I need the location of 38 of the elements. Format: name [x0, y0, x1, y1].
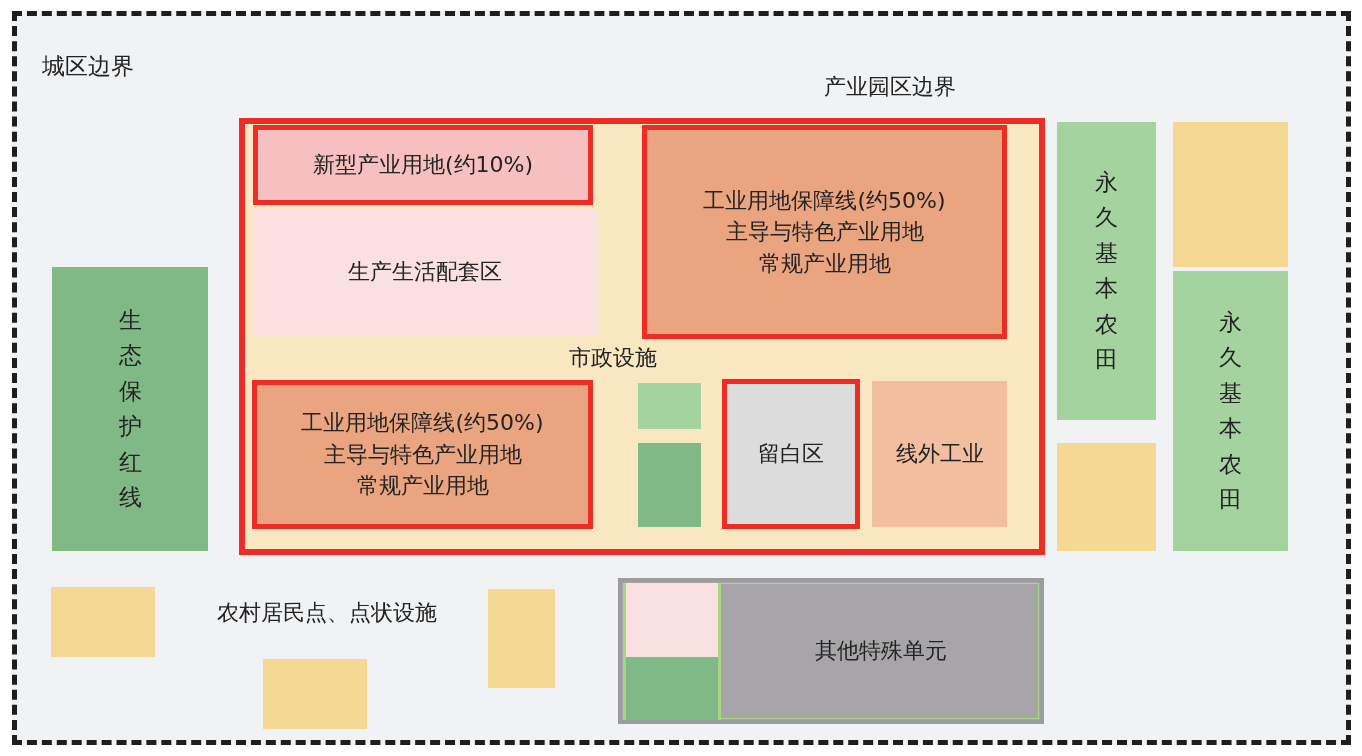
- zone-label: 新型产业用地(约10%): [312, 151, 534, 180]
- zone-label: 主导与特色产业用地: [323, 440, 522, 469]
- zone-label: 工业用地保障线(约50%): [301, 409, 544, 438]
- land-use-block: [252, 380, 593, 529]
- parcel-block: [263, 659, 367, 729]
- zone-label: 生产生活配套区: [348, 258, 502, 287]
- zone-label: 主导与特色产业用地: [725, 218, 924, 247]
- zone-label: 永久基本农田: [1094, 167, 1119, 374]
- land-use-block: [253, 125, 593, 205]
- parcel-block: [623, 657, 721, 720]
- land-use-block: [872, 381, 1007, 527]
- parcel-block: [638, 383, 701, 429]
- land-use-block: [52, 267, 208, 551]
- parcel-block: [51, 587, 155, 657]
- zone-label: 其他特殊单元: [815, 637, 947, 666]
- zone-label: 工业用地保障线(约50%): [703, 186, 946, 215]
- land-use-block: [722, 379, 860, 529]
- zone-label: 常规产业用地: [356, 472, 489, 501]
- zone-label: 常规产业用地: [758, 249, 891, 278]
- parcel-block: [623, 583, 721, 657]
- zone-label: 线外工业: [895, 440, 984, 469]
- parcel-block: [488, 589, 555, 688]
- boundary-label: 产业园区边界: [824, 73, 956, 101]
- parcel-block: [1173, 122, 1288, 267]
- land-use-block: [1057, 122, 1156, 420]
- zone-label: 生态保护红线: [118, 305, 142, 512]
- zone-label: 留白区: [758, 440, 824, 469]
- area-label: 农村居民点、点状设施: [217, 599, 437, 627]
- parcel-block: [638, 443, 701, 527]
- special-unit-block: [618, 578, 1044, 724]
- area-label: 市政设施: [569, 344, 657, 372]
- parcel-block: [1057, 443, 1156, 551]
- boundary-label: 城区边界: [42, 52, 134, 81]
- zone-label: 永久基本农田: [1218, 307, 1243, 514]
- land-use-block: [253, 209, 597, 335]
- land-use-block: [642, 125, 1007, 339]
- city-boundary-frame: [12, 11, 1351, 745]
- land-use-block: [1173, 271, 1288, 551]
